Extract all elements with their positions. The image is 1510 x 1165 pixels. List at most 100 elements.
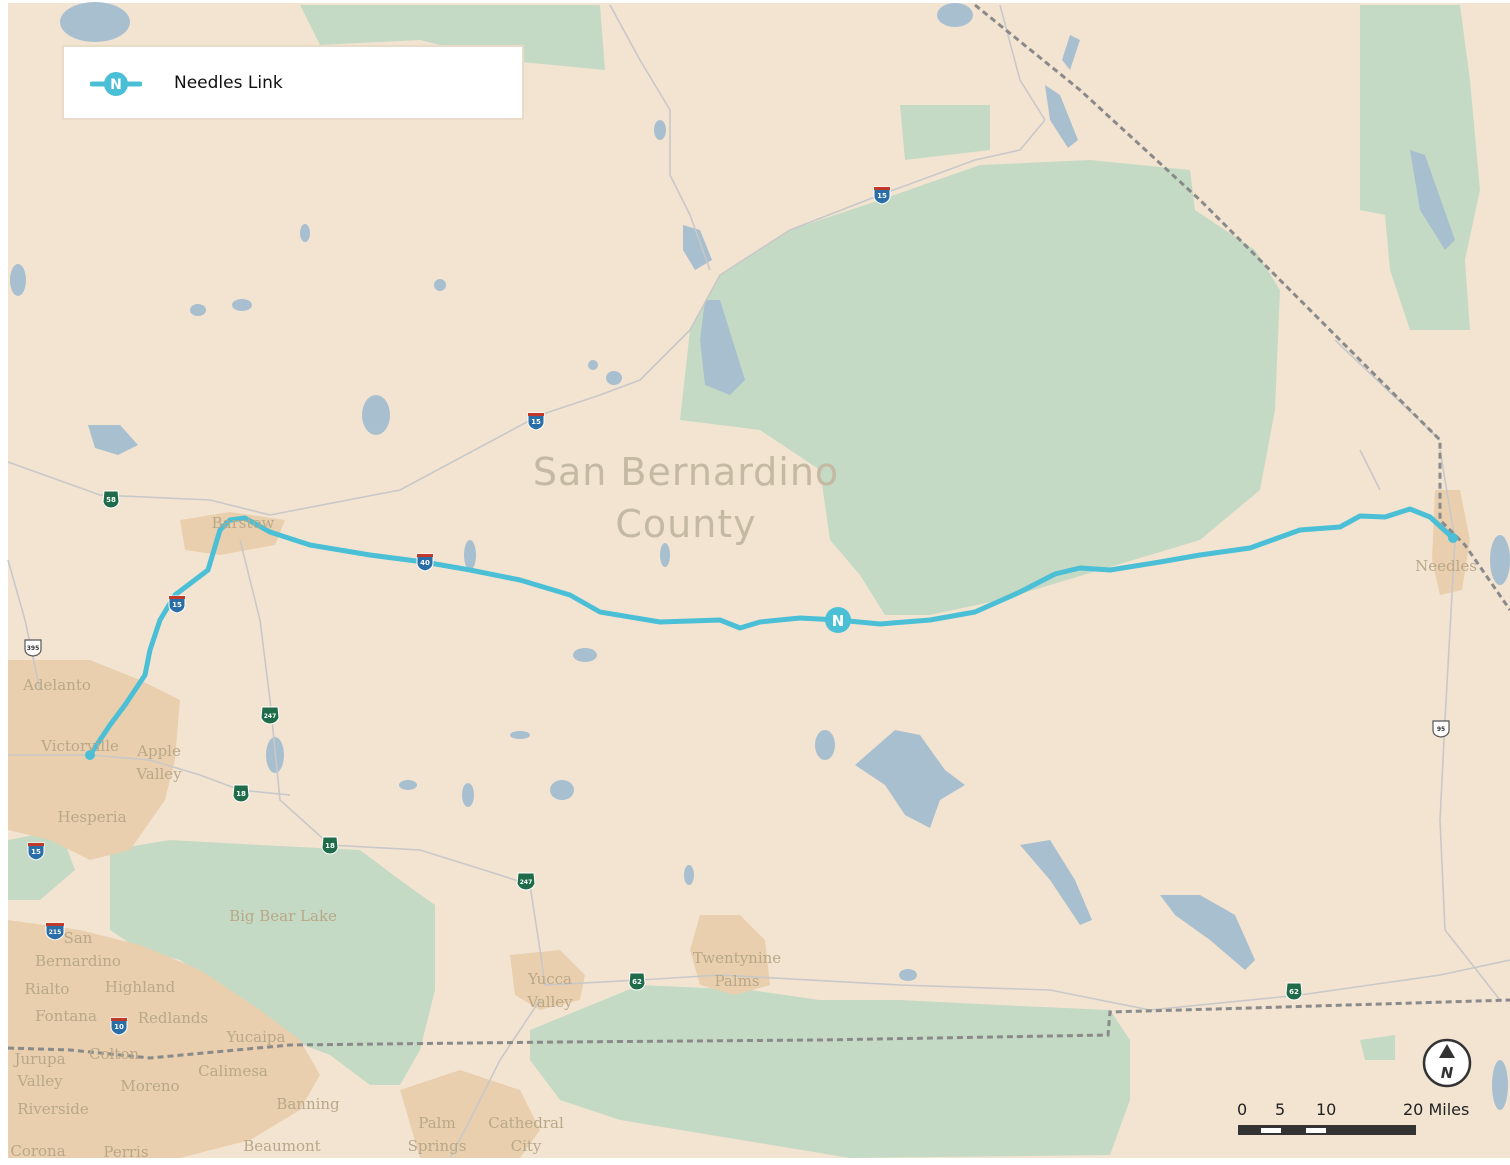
park-north-1 xyxy=(300,5,605,70)
svg-text:15: 15 xyxy=(172,601,182,609)
svg-text:18: 18 xyxy=(325,842,335,850)
svg-text:62: 62 xyxy=(632,978,642,986)
interstate-shield-icon: 15 xyxy=(168,595,186,614)
urban-palm-springs xyxy=(400,1070,540,1158)
place-adelanto: Adelanto xyxy=(22,676,91,694)
route-start-dot xyxy=(85,750,95,760)
svg-text:10: 10 xyxy=(114,1023,124,1031)
scale-label-0: 0 xyxy=(1237,1100,1248,1119)
boundaries xyxy=(7,3,1510,1060)
route-line xyxy=(87,506,1456,758)
place-fontana: Fontana xyxy=(35,1007,97,1025)
place-cathedral: Cathedral xyxy=(488,1114,564,1132)
route-symbol-text: N xyxy=(832,612,845,630)
scale-bar xyxy=(1238,1125,1416,1135)
place-twentynine: Twentynine xyxy=(693,949,781,967)
place-jurupa: Jurupa xyxy=(12,1050,65,1068)
urban-barstow xyxy=(180,512,285,555)
map-legend: N Needles Link xyxy=(62,45,524,120)
place-barstow: Barstow xyxy=(212,514,275,532)
place-moreno: Moreno xyxy=(120,1077,179,1095)
state-boundary-nevada xyxy=(974,3,1510,611)
place-yucca: Yucca xyxy=(527,970,572,988)
svg-text:62: 62 xyxy=(1289,988,1299,996)
urban-yucca xyxy=(510,950,585,1010)
us-route-shield-icon: 395 xyxy=(24,639,42,657)
north-arrow-icon xyxy=(1439,1044,1455,1058)
place-banning: Banning xyxy=(276,1095,340,1113)
place-twentynine-palms: Palms xyxy=(714,972,759,990)
place-victorville: Victorville xyxy=(40,737,119,755)
county-label-line2: County xyxy=(615,502,756,546)
place-san: San xyxy=(64,929,93,947)
svg-text:15: 15 xyxy=(531,418,541,426)
svg-text:40: 40 xyxy=(420,559,430,567)
park-north-2 xyxy=(900,105,990,160)
place-yucca-valley: Valley xyxy=(526,993,573,1011)
interstate-shield-icon: 40 xyxy=(416,553,434,572)
place-hesperia: Hesperia xyxy=(57,808,126,826)
place-redlands: Redlands xyxy=(138,1009,208,1027)
place-cathedral-city: City xyxy=(511,1137,542,1155)
svg-text:247: 247 xyxy=(520,879,533,886)
park-west-edge xyxy=(8,830,75,900)
svg-text:247: 247 xyxy=(264,713,277,720)
route-symbol-marker xyxy=(825,607,851,633)
svg-text:18: 18 xyxy=(236,790,246,798)
us-route-shield-icon: 95 xyxy=(1432,720,1450,738)
svg-text:58: 58 xyxy=(106,496,116,504)
urban-inland-empire xyxy=(8,920,320,1158)
north-arrow-label: N xyxy=(1441,1064,1454,1082)
urban-victorville xyxy=(8,660,180,860)
place-riverside: Riverside xyxy=(17,1100,89,1118)
interstate-shield-icon: 10 xyxy=(110,1017,128,1036)
place-highland: Highland xyxy=(105,978,176,996)
state-route-shields: 58 247 247 18 18 62 62 xyxy=(102,490,1303,1001)
place-big-bear-lake: Big Bear Lake xyxy=(229,907,337,925)
state-route-shield-icon: 247 xyxy=(516,872,536,891)
svg-text:215: 215 xyxy=(49,929,62,936)
interstate-shield-icon: 215 xyxy=(45,922,65,941)
water-bodies xyxy=(10,2,1510,1110)
interstate-shield-icon: 15 xyxy=(527,412,545,431)
state-route-shield-icon: 62 xyxy=(1285,982,1303,1001)
interstate-shield-icon: 15 xyxy=(873,186,891,205)
scale-label-20-miles: 20 Miles xyxy=(1403,1100,1470,1119)
svg-text:15: 15 xyxy=(31,848,41,856)
interstate-shields: 15 15 15 15 40 10 21 xyxy=(27,186,891,1036)
county-boundary-south xyxy=(7,998,1510,1060)
place-palm: Palm xyxy=(418,1114,455,1132)
place-jurupa-valley: Valley xyxy=(16,1072,63,1090)
svg-text:95: 95 xyxy=(1437,726,1445,733)
legend-route-symbol: N xyxy=(110,77,122,93)
svg-text:15: 15 xyxy=(877,192,887,200)
san-bernardino-forest xyxy=(110,840,435,1085)
place-colton: Colton xyxy=(89,1045,139,1063)
place-labels: Barstow Needles Adelanto Victorville App… xyxy=(10,514,1477,1161)
place-calimesa: Calimesa xyxy=(198,1062,268,1080)
mojave-preserve xyxy=(680,160,1280,615)
interstate-shield-icon: 15 xyxy=(27,842,45,861)
scale-label-10: 10 xyxy=(1316,1100,1337,1119)
place-palm-springs: Springs xyxy=(408,1137,467,1155)
place-beaumont: Beaumont xyxy=(243,1137,320,1155)
state-route-shield-icon: 18 xyxy=(321,836,339,855)
scale-label-5: 5 xyxy=(1275,1100,1286,1119)
place-corona: Corona xyxy=(10,1142,65,1160)
route-legend-icon: N xyxy=(90,72,142,96)
county-label-line1: San Bernardino xyxy=(533,450,839,494)
joshua-tree-park xyxy=(530,985,1130,1158)
state-route-shield-icon: 62 xyxy=(628,972,646,991)
place-bernardino: Bernardino xyxy=(35,952,121,970)
place-apple: Apple xyxy=(136,742,181,760)
place-needles: Needles xyxy=(1415,557,1477,575)
park-areas xyxy=(8,5,1480,1158)
place-rialto: Rialto xyxy=(25,980,70,998)
svg-text:395: 395 xyxy=(27,645,40,652)
north-arrow: N xyxy=(1422,1038,1472,1088)
legend-route-label: Needles Link xyxy=(174,73,283,93)
place-yucaipa: Yucaipa xyxy=(226,1028,286,1046)
needles-link-route: N xyxy=(85,506,1458,760)
state-route-shield-icon: 247 xyxy=(260,706,280,725)
